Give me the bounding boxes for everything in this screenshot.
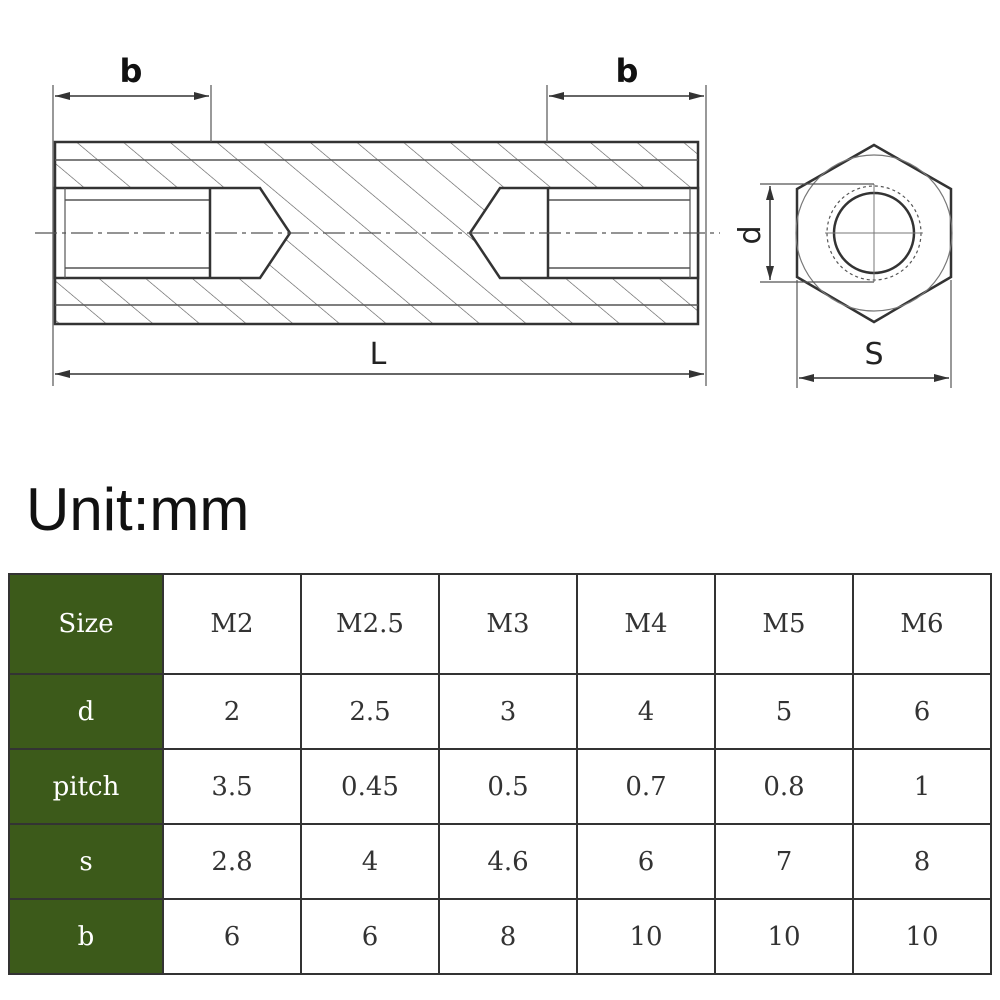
dimension-diameter: d [733, 183, 874, 283]
standoff-end-view [795, 143, 953, 324]
table-cell: 3.5 [162, 748, 302, 825]
table-cell: 0.5 [438, 748, 578, 825]
unit-title: Unit:mm [26, 476, 250, 543]
table-row: s 2.8 4 4.6 6 7 8 [8, 823, 992, 900]
table-cell: 0.8 [714, 748, 854, 825]
table-cell: 2 [162, 673, 302, 750]
table-cell: 6 [300, 898, 440, 975]
table-cell: 8 [438, 898, 578, 975]
table-header-row: Size M2 M2.5 M3 M4 M5 M6 [8, 573, 992, 675]
dimension-b-right: b [546, 52, 707, 386]
table-cell: 8 [852, 823, 992, 900]
spec-table: Size M2 M2.5 M3 M4 M5 M6 d 2 2.5 3 4 5 6… [8, 573, 992, 975]
size-cell: M2.5 [300, 573, 440, 675]
size-cell: M6 [852, 573, 992, 675]
row-header-cell: s [8, 823, 164, 900]
table-cell: 10 [576, 898, 716, 975]
table-cell: 10 [852, 898, 992, 975]
label-b-left: b [120, 52, 143, 90]
table-cell: 4 [300, 823, 440, 900]
table-cell: 4.6 [438, 823, 578, 900]
label-diameter: d [733, 225, 768, 244]
table-cell: 6 [852, 673, 992, 750]
table-cell: 6 [162, 898, 302, 975]
size-cell: M2 [162, 573, 302, 675]
label-hex-width: S [864, 337, 883, 372]
row-header-cell: d [8, 673, 164, 750]
size-cell: M3 [438, 573, 578, 675]
row-header-cell: b [8, 898, 164, 975]
dimension-b-left: b [52, 52, 212, 386]
standoff-side-view [35, 140, 720, 326]
table-cell: 0.45 [300, 748, 440, 825]
label-b-right: b [616, 52, 639, 90]
size-cell: M5 [714, 573, 854, 675]
dimension-length: L [55, 337, 704, 378]
table-cell: 3 [438, 673, 578, 750]
standoff-technical-drawing: b b L d S [35, 52, 953, 388]
dimension-hex-width: S [796, 280, 952, 388]
table-cell: 6 [576, 823, 716, 900]
table-cell: 10 [714, 898, 854, 975]
table-cell: 2.8 [162, 823, 302, 900]
table-cell: 7 [714, 823, 854, 900]
table-row: pitch 3.5 0.45 0.5 0.7 0.8 1 [8, 748, 992, 825]
size-cell: M4 [576, 573, 716, 675]
table-cell: 2.5 [300, 673, 440, 750]
table-cell: 4 [576, 673, 716, 750]
row-header-cell: Size [8, 573, 164, 675]
table-row: d 2 2.5 3 4 5 6 [8, 673, 992, 750]
table-cell: 1 [852, 748, 992, 825]
row-header-cell: pitch [8, 748, 164, 825]
table-cell: 5 [714, 673, 854, 750]
label-length: L [370, 337, 387, 372]
table-cell: 0.7 [576, 748, 716, 825]
table-row: b 6 6 8 10 10 10 [8, 898, 992, 975]
